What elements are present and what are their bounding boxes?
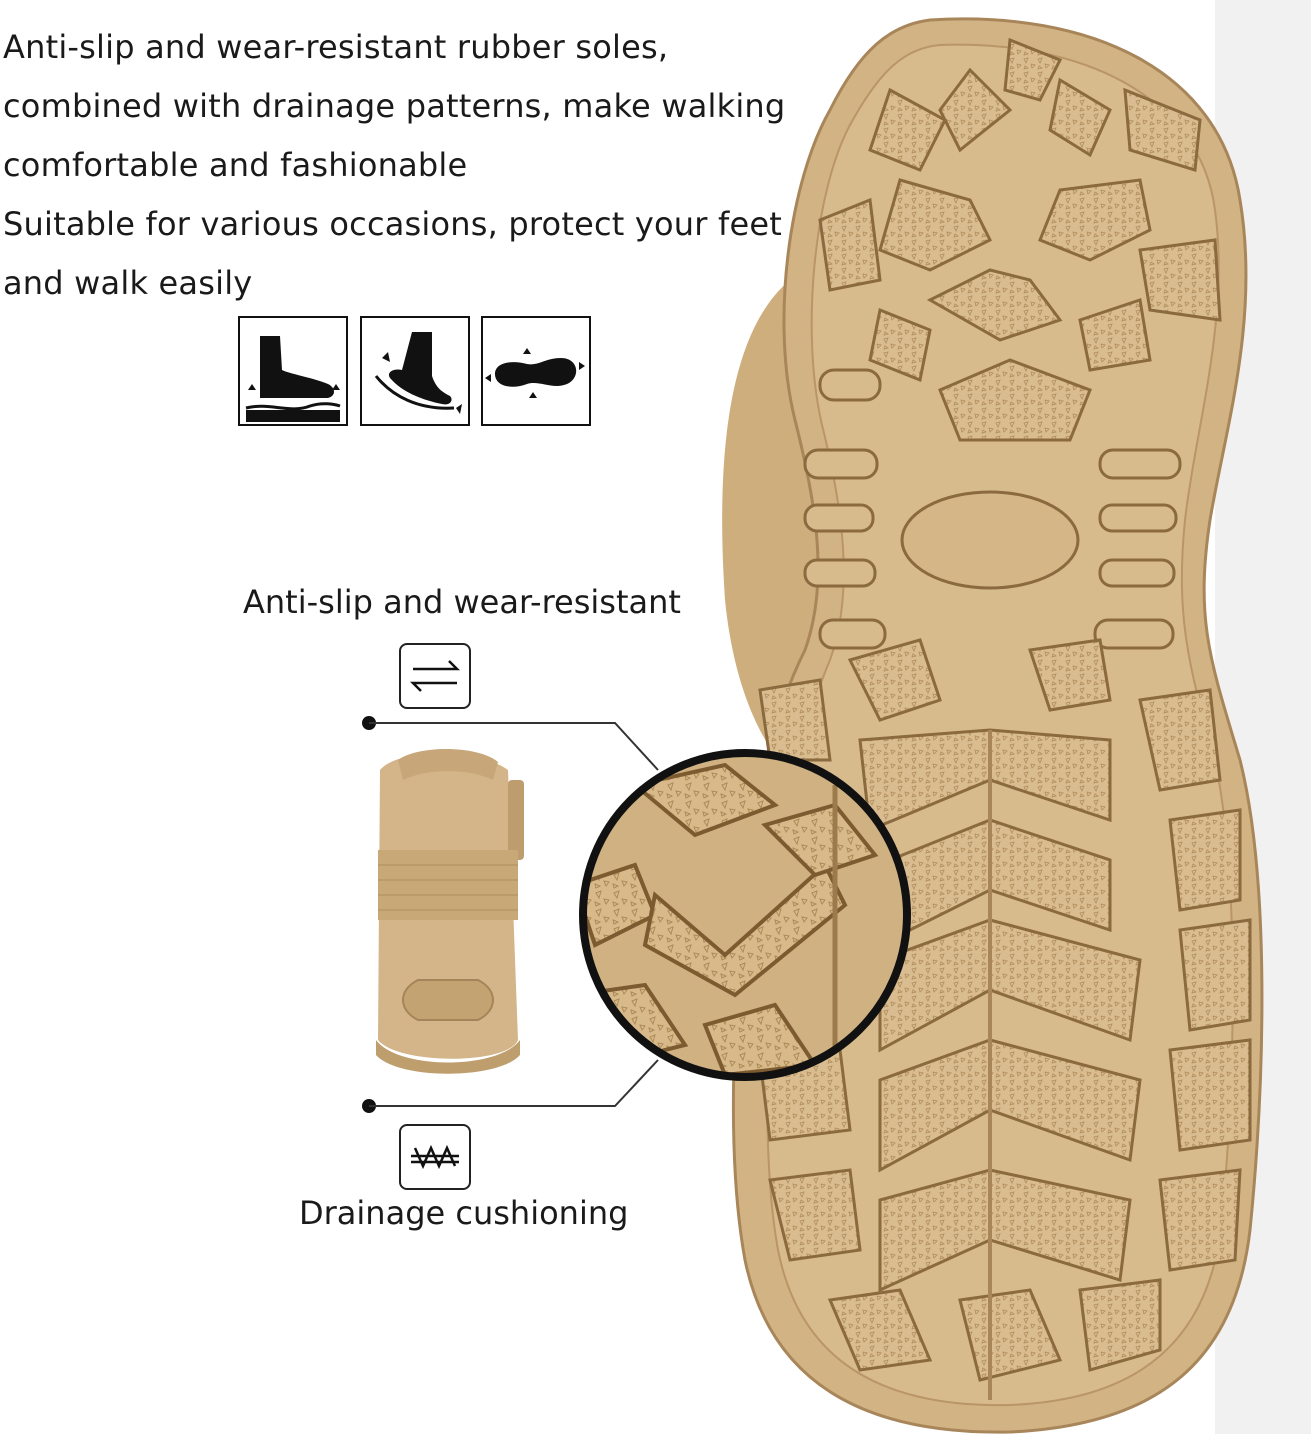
wave-cushion-icon — [399, 1124, 471, 1190]
foot-flat-icon — [238, 316, 348, 426]
intro-line: Suitable for various occasions, protect … — [3, 205, 782, 243]
boot-back-image — [376, 748, 524, 1074]
foot-flex-icon — [360, 316, 470, 426]
intro-line: Anti-slip and wear-resistant rubber sole… — [3, 28, 669, 66]
intro-line: comfortable and fashionable — [3, 146, 468, 184]
callout-bottom-label: Drainage cushioning — [299, 1194, 629, 1232]
intro-line: combined with drainage patterns, make wa… — [3, 87, 786, 125]
callout-top-label: Anti-slip and wear-resistant — [243, 583, 681, 621]
sole-outline-icon — [481, 316, 591, 426]
zoom-detail-circle — [579, 749, 911, 1081]
intro-line: and walk easily — [3, 264, 253, 302]
intro-text: Anti-slip and wear-resistant rubber sole… — [3, 18, 793, 313]
swap-arrows-icon — [399, 643, 471, 709]
